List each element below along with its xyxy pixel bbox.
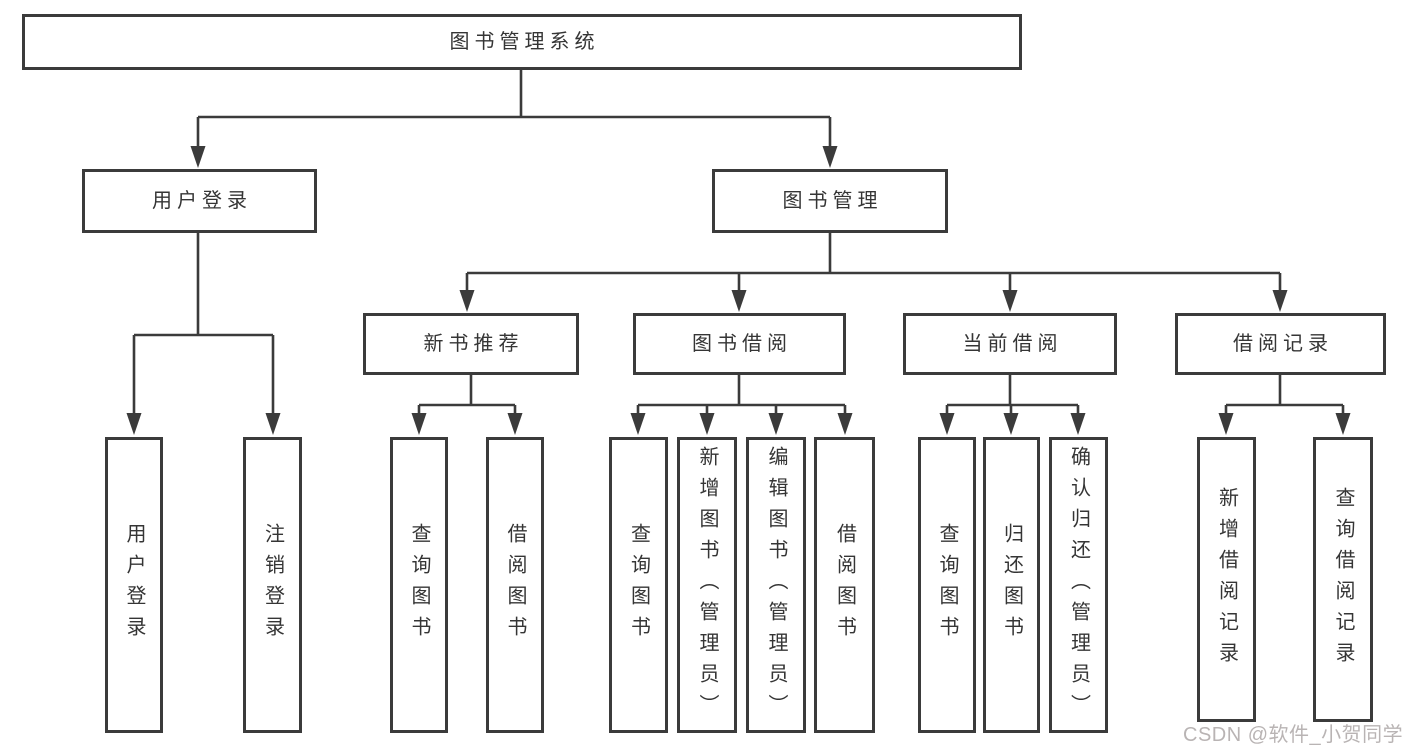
node-book-borrow: 图书借阅: [633, 313, 846, 375]
node-library-management-system: 图书管理系统: [22, 14, 1022, 70]
node-user-login: 用户登录: [82, 169, 317, 233]
node-borrow-records: 借阅记录: [1175, 313, 1386, 375]
leaf-borrow-books: 借阅图书: [814, 437, 875, 733]
leaf-logout: 注销登录: [243, 437, 302, 733]
leaf-add-borrow-record: 新增借阅记录: [1197, 437, 1256, 722]
leaf-query-books-borrow: 查询图书: [609, 437, 668, 733]
node-current-borrow: 当前借阅: [903, 313, 1117, 375]
node-new-book-recommend: 新书推荐: [363, 313, 579, 375]
csdn-watermark: CSDN @软件_小贺同学: [1183, 724, 1404, 746]
leaf-edit-books-admin: 编辑图书（管理员）: [746, 437, 806, 733]
node-book-management: 图书管理: [712, 169, 948, 233]
connector-paths: [132, 69, 1345, 415]
leaf-query-borrow-record: 查询借阅记录: [1313, 437, 1373, 722]
leaf-user-login: 用户登录: [105, 437, 163, 733]
leaf-query-books-current: 查询图书: [918, 437, 976, 733]
arrowheads: [126, 146, 1351, 435]
leaf-return-books: 归还图书: [983, 437, 1040, 733]
leaf-borrow-books-recommend: 借阅图书: [486, 437, 544, 733]
leaf-add-books-admin: 新增图书（管理员）: [677, 437, 737, 733]
leaf-confirm-return-admin: 确认归还（管理员）: [1049, 437, 1108, 733]
leaf-query-books-recommend: 查询图书: [390, 437, 448, 733]
